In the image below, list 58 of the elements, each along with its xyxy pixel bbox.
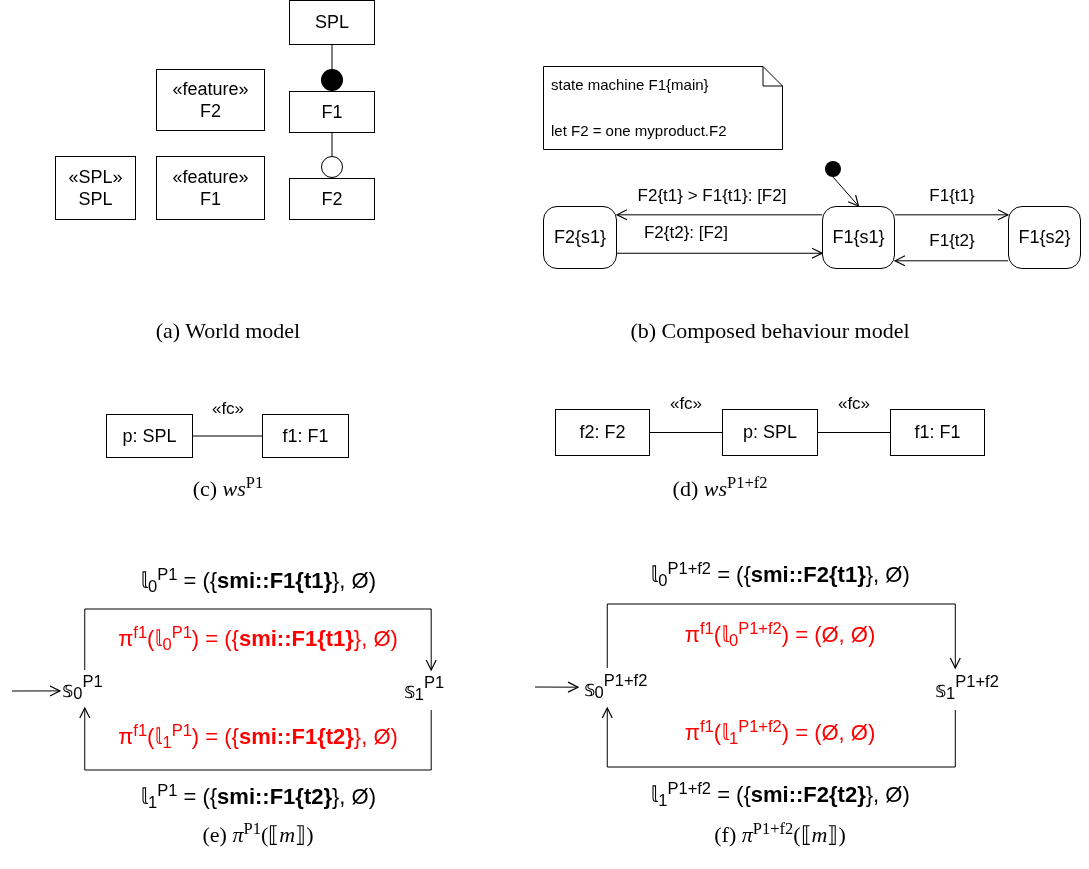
box-label: F2{s1} — [553, 226, 606, 249]
box-label: F1{s1} — [832, 226, 885, 249]
projection-label: π$^{f1}$(𝕝$_{0}$$^{P1}$) = ({smi::F1{t1}}, Ø) — [118, 622, 398, 655]
state-box — [543, 206, 617, 269]
arrow — [894, 209, 1009, 221]
box-label: f1: F1 — [282, 424, 329, 448]
arrow — [616, 247, 823, 259]
box-label: SPL — [78, 188, 113, 211]
box-label: p: SPL — [122, 424, 177, 448]
note-text: let F2 = one myproduct.F2 — [551, 120, 728, 141]
class-box — [55, 156, 136, 220]
arrow — [606, 603, 961, 669]
stereotype: «feature» — [172, 165, 249, 188]
projection-label: π$^{f1}$(𝕝$_{0}$$^{P1+f2}$) = (Ø, Ø) — [684, 618, 876, 651]
class-box — [289, 178, 375, 220]
class-box — [262, 414, 349, 458]
connector-line — [817, 432, 891, 433]
arrow — [601, 707, 956, 768]
projection-label: π$^{f1}$(𝕝$_{1}$$^{P1+f2}$) = (Ø, Ø) — [684, 716, 876, 749]
class-box — [722, 409, 818, 456]
caption: (f) π$^{P1+f2}$(⟦m⟧) — [714, 818, 846, 849]
note-text: state machine F1{main} — [551, 75, 710, 95]
state-box — [822, 206, 895, 269]
caption: (c) ws$^{P1}$ — [192, 472, 264, 503]
class-box — [106, 414, 193, 458]
arrow — [11, 685, 61, 697]
class-box — [289, 91, 375, 133]
state-box — [1008, 206, 1081, 269]
arrow — [534, 681, 579, 693]
box-label: F1 — [321, 100, 343, 124]
caption: (d) ws$^{P1+f2}$ — [672, 472, 768, 503]
projection-label: π$^{f1}$(𝕝$_{1}$$^{P1}$) = ({smi::F1{t2}}, Ø) — [118, 720, 398, 753]
box-label: SPL — [315, 11, 349, 34]
arrow — [832, 176, 860, 207]
note — [543, 66, 783, 150]
class-box — [156, 156, 265, 220]
box-label: p: SPL — [742, 421, 797, 444]
class-box — [555, 409, 650, 456]
class-box — [289, 0, 375, 45]
connector-line — [192, 435, 263, 437]
box-label: f1: F1 — [914, 421, 961, 444]
stereotype: «SPL» — [68, 165, 123, 188]
box-label: F1 — [200, 188, 221, 211]
connector-line — [649, 432, 723, 433]
caption: (b) Composed behaviour model — [630, 317, 910, 345]
arrow — [84, 608, 437, 671]
class-box — [890, 409, 985, 456]
box-label: f2: F2 — [579, 421, 626, 444]
caption: (e) π$^{P1}$(⟦m⟧) — [202, 818, 314, 849]
box-label: F2 — [321, 187, 343, 211]
arrow — [616, 209, 823, 221]
caption: (a) World model — [155, 317, 301, 345]
box-label: F2 — [200, 100, 221, 123]
class-box — [156, 69, 265, 131]
box-label: F1{s2} — [1018, 226, 1071, 249]
arrow — [894, 255, 1009, 267]
arrow — [79, 707, 432, 771]
stereotype: «feature» — [172, 77, 249, 100]
